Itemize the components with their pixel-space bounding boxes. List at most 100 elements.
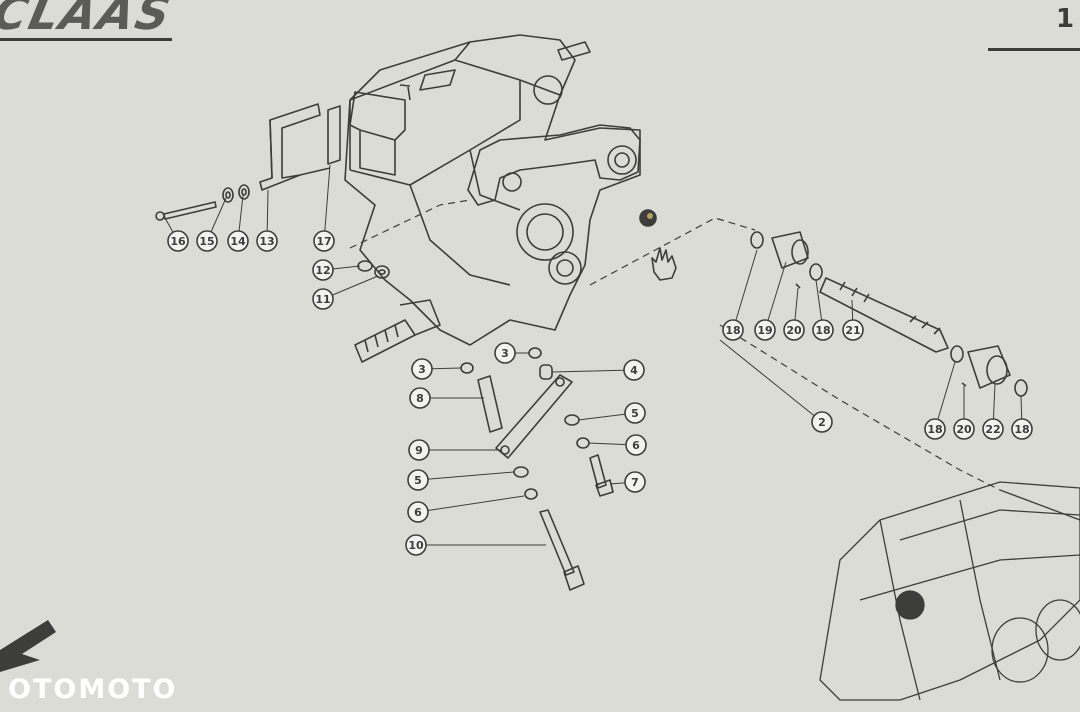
washer-6-right [576, 437, 590, 449]
callout-18: 18 [812, 319, 834, 341]
callout-14: 14 [227, 230, 249, 252]
svg-text:18: 18 [1014, 423, 1029, 436]
callout-7: 7 [624, 471, 646, 493]
bolt-7 [589, 454, 614, 497]
svg-text:18: 18 [725, 324, 740, 337]
bolt-11 [374, 265, 390, 279]
washer-5-right [564, 414, 580, 426]
shaft-21 [819, 277, 949, 353]
svg-text:22: 22 [985, 423, 1000, 436]
leader-line [732, 249, 758, 331]
key-20-a [795, 283, 801, 289]
ring-18-c [950, 345, 964, 363]
callout-19: 19 [754, 319, 776, 341]
callout-15: 15 [196, 230, 218, 252]
logo-underline [0, 38, 172, 41]
callout-5: 5 [624, 402, 646, 424]
pin-4 [539, 364, 553, 380]
svg-text:15: 15 [199, 235, 214, 248]
bearing-22 [967, 345, 1011, 389]
washer-14 [238, 184, 250, 200]
leader-line [551, 369, 635, 373]
leader-line [417, 495, 525, 513]
gearbox-housing [344, 34, 641, 346]
callout-11: 11 [312, 288, 334, 310]
callout-17: 17 [313, 230, 335, 252]
leader-line [719, 339, 823, 423]
svg-text:9: 9 [415, 444, 423, 457]
callout-20: 20 [953, 418, 975, 440]
rocker-arm [467, 124, 641, 206]
svg-text:5: 5 [414, 474, 422, 487]
callout-21: 21 [842, 319, 864, 341]
pin-8 [477, 375, 503, 433]
svg-text:18: 18 [815, 324, 830, 337]
svg-text:19: 19 [757, 324, 772, 337]
page-number-rule [988, 48, 1080, 51]
ring-18-a [750, 231, 764, 249]
gear-flange [516, 203, 582, 285]
washer-3-left [460, 362, 474, 374]
svg-text:17: 17 [316, 235, 331, 248]
grease-nipple [639, 209, 657, 227]
leader-line [323, 164, 331, 242]
key-20-b [961, 382, 967, 387]
svg-text:7: 7 [631, 476, 639, 489]
page-number: 1 [1056, 4, 1075, 34]
plate-17 [299, 105, 341, 176]
callout-18: 18 [1011, 418, 1033, 440]
callout-5: 5 [407, 469, 429, 491]
callout-18: 18 [924, 418, 946, 440]
svg-text:11: 11 [315, 293, 330, 306]
leader-line [934, 361, 956, 430]
callout-18: 18 [722, 319, 744, 341]
svg-text:16: 16 [170, 235, 186, 248]
callout-9: 9 [408, 439, 430, 461]
callout-13: 13 [256, 230, 278, 252]
callout-8: 8 [409, 387, 431, 409]
callout-3: 3 [494, 342, 516, 364]
ring-18-b [809, 263, 823, 281]
svg-text:13: 13 [259, 235, 274, 248]
leader-line [764, 261, 787, 331]
hand-icon [651, 247, 677, 281]
svg-text:18: 18 [927, 423, 942, 436]
dashed-reference-lines [349, 199, 1001, 491]
watermark: OTOMOTO [8, 674, 178, 705]
callout-6: 6 [625, 434, 647, 456]
bolt-10 [539, 509, 585, 591]
nut-12 [357, 260, 373, 272]
washer-3-right [528, 347, 542, 359]
top-mounting-plate [349, 69, 456, 176]
back-arrow-icon [0, 620, 56, 672]
bracket-13 [259, 103, 321, 191]
input-shaft [354, 299, 441, 363]
svg-text:4: 4 [630, 364, 638, 377]
link-plate-9 [495, 374, 573, 459]
leader-line [417, 471, 515, 481]
svg-text:3: 3 [501, 347, 509, 360]
baler-location-inset [819, 481, 1080, 701]
callout-2: 2 [811, 411, 833, 433]
callout-22: 22 [982, 418, 1004, 440]
svg-text:20: 20 [786, 324, 802, 337]
output-stub-shaft [533, 41, 591, 105]
callout-16: 16 [167, 230, 189, 252]
svg-text:20: 20 [956, 423, 972, 436]
washer-15 [222, 187, 234, 203]
callout-4: 4 [623, 359, 645, 381]
svg-text:10: 10 [408, 539, 424, 552]
callout-6: 6 [407, 501, 429, 523]
callout-3: 3 [411, 358, 433, 380]
bearing-19 [771, 231, 809, 269]
callout-20: 20 [783, 319, 805, 341]
svg-text:14: 14 [230, 235, 246, 248]
svg-text:21: 21 [845, 324, 860, 337]
washer-6-left [524, 488, 538, 500]
svg-text:6: 6 [632, 439, 640, 452]
ring-18-d [1014, 379, 1028, 397]
svg-text:2: 2 [818, 416, 826, 429]
callout-10: 10 [405, 534, 427, 556]
callout-12: 12 [312, 259, 334, 281]
